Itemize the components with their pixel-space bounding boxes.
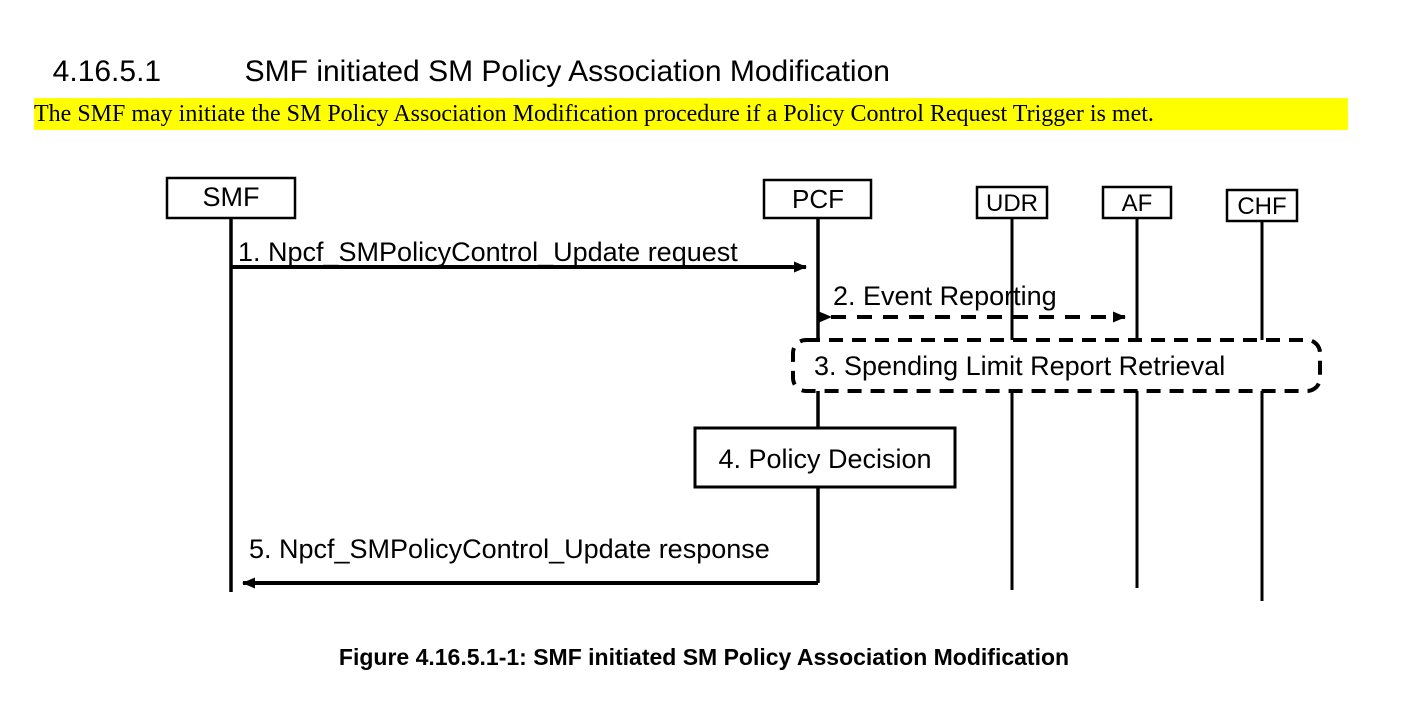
block-step4: 4. Policy Decision xyxy=(693,426,957,489)
message-step2-label: 2. Event Reporting xyxy=(833,281,1057,311)
actor-smf-label: SMF xyxy=(203,182,260,212)
clause-number: 4.16.5.1 xyxy=(52,55,162,88)
figure-caption: Figure 4.16.5.1-1: SMF initiated SM Poli… xyxy=(338,644,1070,670)
actor-af: AF xyxy=(1101,185,1173,220)
actor-chf: CHF xyxy=(1225,188,1299,223)
actor-smf: SMF xyxy=(165,176,297,220)
actor-pcf: PCF xyxy=(762,178,873,220)
clause-title: SMF initiated SM Policy Association Modi… xyxy=(244,55,890,88)
message-step5-label: 5. Npcf_SMPolicyControl_Update response xyxy=(249,534,770,564)
message-step1: 1. Npcf_SMPolicyControl_Update request xyxy=(231,237,807,273)
block-step4-label: 4. Policy Decision xyxy=(718,444,931,474)
message-step5: 5. Npcf_SMPolicyControl_Update response xyxy=(242,534,818,589)
block-step3: 3. Spending Limit Report Retrieval xyxy=(791,338,1322,393)
message-step1-label: 1. Npcf_SMPolicyControl_Update request xyxy=(238,237,738,267)
actor-udr-label: UDR xyxy=(986,190,1038,217)
actor-chf-label: CHF xyxy=(1237,193,1286,220)
actor-pcf-label: PCF xyxy=(792,184,844,214)
actor-af-label: AF xyxy=(1122,190,1153,217)
actor-boxes: SMF PCF UDR AF CHF xyxy=(165,176,1299,223)
page-title: 4.16.5.1 SMF initiated SM Policy Associat… xyxy=(36,12,890,92)
lifelines xyxy=(229,217,1264,601)
intro-paragraph-highlighted: The SMF may initiate the SM Policy Assoc… xyxy=(34,98,1348,130)
block-step3-label: 3. Spending Limit Report Retrieval xyxy=(814,351,1225,381)
actor-udr: UDR xyxy=(975,185,1049,220)
message-step2: 2. Event Reporting xyxy=(819,281,1126,323)
